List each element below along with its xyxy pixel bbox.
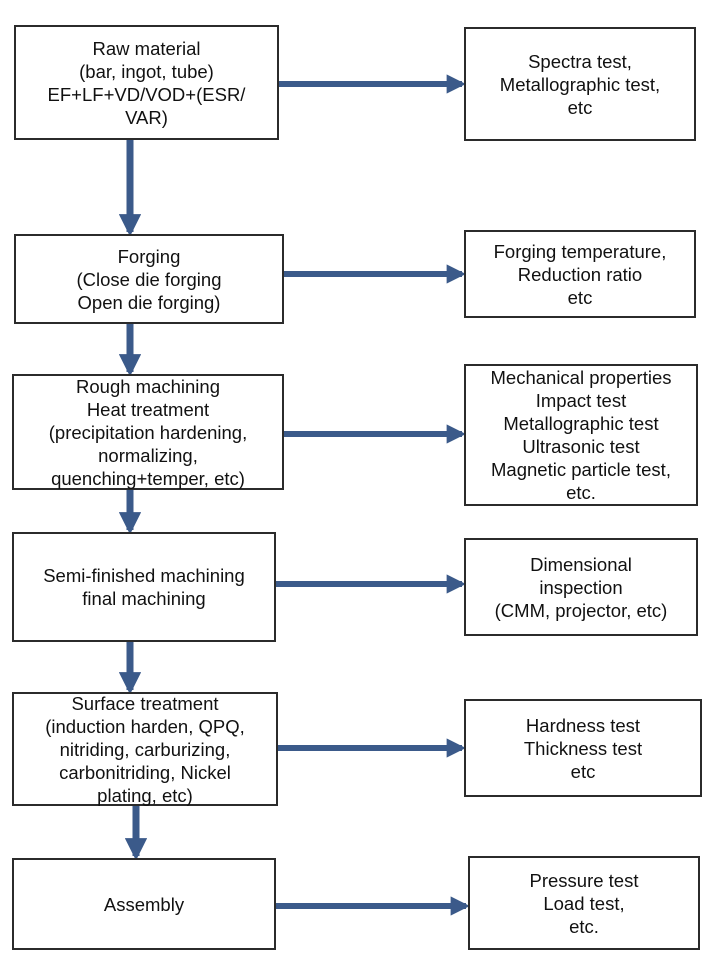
check-dimensional-inspection: Dimensional inspection (CMM, projector, … (464, 538, 698, 636)
step-rough-machining: Rough machining Heat treatment (precipit… (12, 374, 284, 490)
step-raw-material: Raw material (bar, ingot, tube) EF+LF+VD… (14, 25, 279, 140)
step-surface-treatment: Surface treatment (induction harden, QPQ… (12, 692, 278, 806)
step-raw-material-label: Raw material (bar, ingot, tube) EF+LF+VD… (47, 37, 246, 128)
step-assembly: Assembly (12, 858, 276, 950)
step-rough-machining-label: Rough machining Heat treatment (precipit… (48, 375, 248, 489)
check-pressure-test: Pressure test Load test, etc. (468, 856, 700, 950)
check-spectra-test: Spectra test, Metallographic test, etc (464, 27, 696, 141)
step-semi-finished-machining: Semi-finished machining final machining (12, 532, 276, 642)
step-assembly-label: Assembly (103, 893, 185, 915)
step-forging: Forging (Close die forging Open die forg… (14, 234, 284, 324)
check-mechanical-properties: Mechanical properties Impact test Metall… (464, 364, 698, 506)
step-semi-finished-machining-label: Semi-finished machining final machining (43, 565, 245, 609)
check-forging-temperature-label: Forging temperature, Reduction ratio etc (493, 240, 667, 308)
check-forging-temperature: Forging temperature, Reduction ratio etc (464, 230, 696, 318)
check-spectra-test-label: Spectra test, Metallographic test, etc (499, 50, 661, 118)
check-hardness-test-label: Hardness test Thickness test etc (523, 714, 643, 782)
check-pressure-test-label: Pressure test Load test, etc. (529, 869, 639, 937)
step-surface-treatment-label: Surface treatment (induction harden, QPQ… (45, 692, 245, 806)
check-dimensional-inspection-label: Dimensional inspection (CMM, projector, … (494, 553, 668, 621)
check-mechanical-properties-label: Mechanical properties Impact test Metall… (490, 367, 672, 503)
check-hardness-test: Hardness test Thickness test etc (464, 699, 702, 797)
step-forging-label: Forging (Close die forging Open die forg… (76, 245, 222, 313)
